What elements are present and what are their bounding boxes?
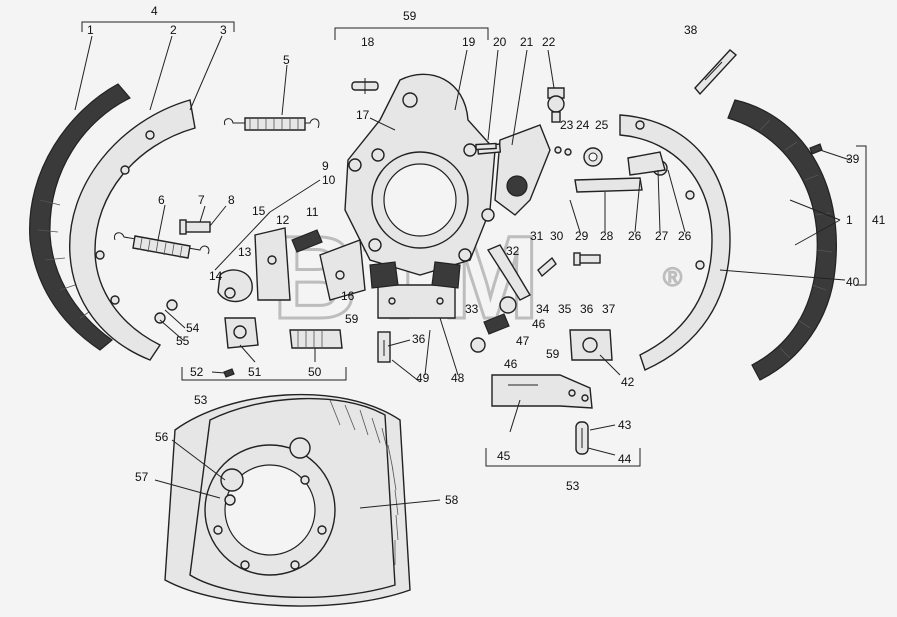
right-shoe-part <box>574 114 731 371</box>
callout-38: 38 <box>684 23 698 37</box>
lever-32-part <box>486 244 531 301</box>
callout-56: 56 <box>155 430 169 444</box>
callout-46-a: 46 <box>532 317 546 331</box>
callout-1: 1 <box>87 23 94 37</box>
spring-11-part <box>291 229 323 253</box>
callout-47: 47 <box>516 334 530 348</box>
cylinder-51-part <box>224 317 259 349</box>
callout-55: 55 <box>176 334 190 348</box>
callout-7: 7 <box>198 193 205 207</box>
callout-48: 48 <box>451 371 465 385</box>
callout-28: 28 <box>600 229 614 243</box>
callout-39: 39 <box>846 152 860 166</box>
callout-11: 11 <box>306 205 319 219</box>
spring-6-part <box>113 232 210 259</box>
callout-53-left: 53 <box>194 393 208 407</box>
pin-7-part <box>179 219 211 235</box>
callout-33: 33 <box>465 302 479 316</box>
callout-18: 18 <box>361 35 375 49</box>
callout-5: 5 <box>283 53 290 67</box>
callout-labels: 4 1 2 3 5 6 7 8 9 10 11 12 13 14 15 16 5… <box>87 4 886 507</box>
callout-16: 16 <box>341 289 355 303</box>
clamp-block-part <box>369 261 461 319</box>
callout-51: 51 <box>248 365 262 379</box>
callout-45: 45 <box>497 449 511 463</box>
callout-36-b: 36 <box>412 332 426 346</box>
left-shoe-part <box>69 99 196 361</box>
callout-26-b: 26 <box>678 229 692 243</box>
callout-59-top: 59 <box>403 9 417 23</box>
callout-42: 42 <box>621 375 635 389</box>
callout-59-right: 59 <box>546 347 560 361</box>
callout-12: 12 <box>276 213 290 227</box>
pin-38-part <box>694 49 738 96</box>
callout-2: 2 <box>170 23 177 37</box>
callout-57: 57 <box>135 470 149 484</box>
callout-40: 40 <box>846 275 860 289</box>
bolt-44-part <box>575 421 589 455</box>
callout-23: 23 <box>560 118 574 132</box>
callout-41: 41 <box>872 213 886 227</box>
brake-drum-part <box>164 393 411 607</box>
registered-mark: ® <box>663 262 682 292</box>
callout-4: 4 <box>151 4 158 18</box>
bolt-49-part <box>377 331 391 363</box>
callout-29: 29 <box>575 229 589 243</box>
callout-54: 54 <box>186 321 200 335</box>
backing-plate-part <box>344 73 496 276</box>
callout-35: 35 <box>558 302 572 316</box>
callout-14: 14 <box>209 269 223 283</box>
leader-lines <box>74 35 851 509</box>
callout-34: 34 <box>536 302 550 316</box>
callout-59-left: 59 <box>345 312 359 326</box>
callout-3: 3 <box>220 23 227 37</box>
callout-50: 50 <box>308 365 322 379</box>
pin-37-part <box>537 252 601 278</box>
callout-31: 31 <box>530 229 544 243</box>
callout-9: 9 <box>322 159 329 173</box>
anchor-plate-part <box>217 227 291 303</box>
callout-8: 8 <box>228 193 235 207</box>
small-parts-part <box>154 299 235 378</box>
fitting-50-part <box>289 329 343 349</box>
cylinder-42-part <box>569 329 613 361</box>
right-lining-part <box>727 99 837 381</box>
small-pins-part <box>351 78 603 167</box>
left-lining-part <box>29 83 131 351</box>
spring-5-part <box>223 117 320 131</box>
callout-58: 58 <box>445 493 459 507</box>
callout-1-right: 1 <box>846 213 853 227</box>
callout-32: 32 <box>506 244 520 258</box>
callout-26-a: 26 <box>628 229 642 243</box>
callout-37: 37 <box>602 302 616 316</box>
screw-39-part <box>809 143 823 155</box>
callout-46-b: 46 <box>504 357 518 371</box>
callout-43: 43 <box>618 418 632 432</box>
callout-30: 30 <box>550 229 564 243</box>
callout-27: 27 <box>655 229 669 243</box>
callout-25: 25 <box>595 118 609 132</box>
callout-10: 10 <box>322 173 336 187</box>
callout-24: 24 <box>576 118 590 132</box>
callout-20: 20 <box>493 35 507 49</box>
callout-15: 15 <box>252 204 266 218</box>
callout-19: 19 <box>462 35 476 49</box>
callout-36-a: 36 <box>580 302 594 316</box>
callout-53-right: 53 <box>566 479 580 493</box>
spring-47-part <box>470 296 517 353</box>
plate-16-part <box>319 239 366 301</box>
callout-22: 22 <box>542 35 556 49</box>
callout-52: 52 <box>190 365 204 379</box>
callout-49: 49 <box>416 371 430 385</box>
plate-45-part <box>491 374 593 409</box>
callout-44: 44 <box>618 452 632 466</box>
callout-13: 13 <box>238 245 252 259</box>
group-brackets <box>81 21 867 467</box>
callout-6: 6 <box>158 193 165 207</box>
callout-21: 21 <box>520 35 534 49</box>
callout-17: 17 <box>356 108 370 122</box>
